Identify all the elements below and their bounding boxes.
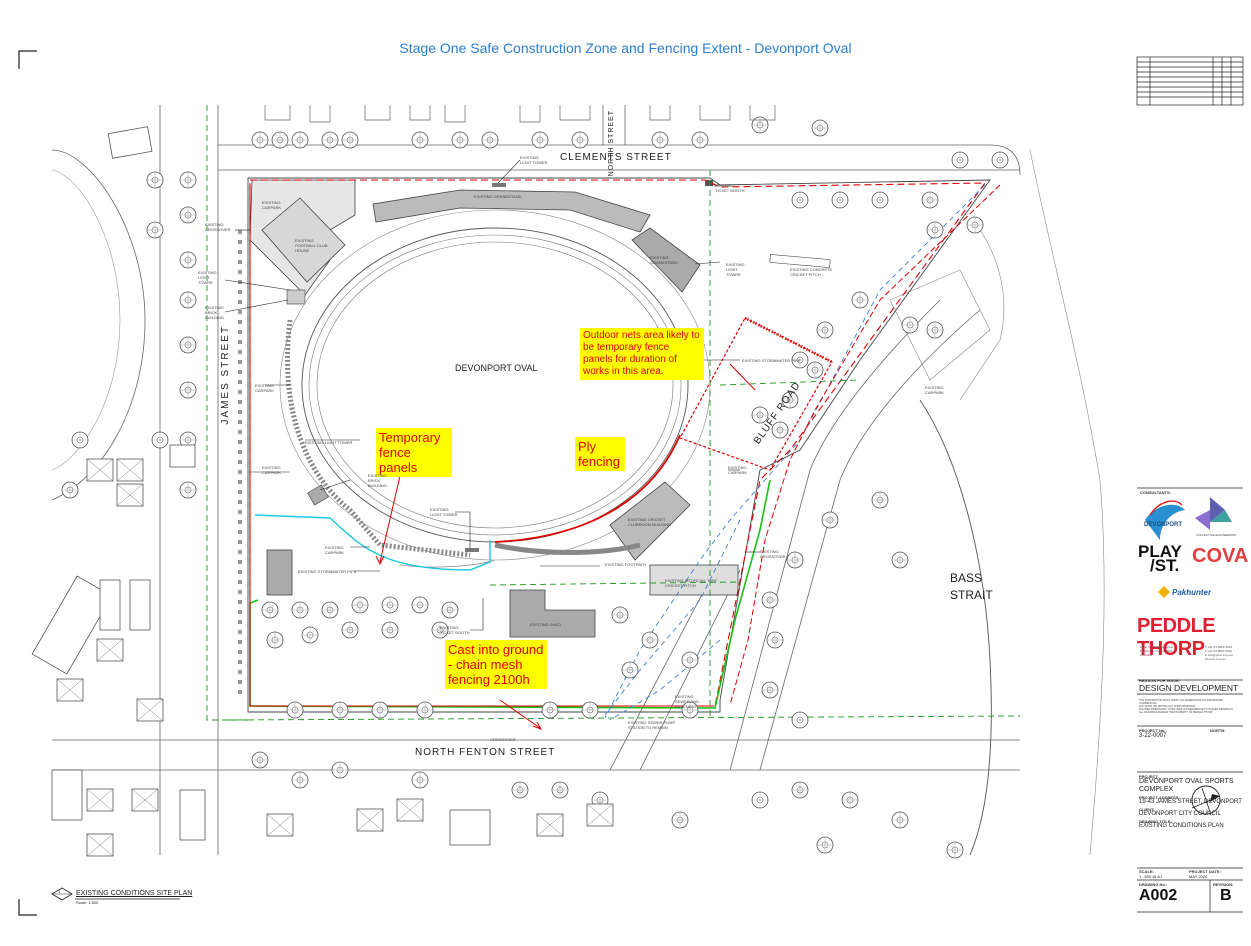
bass-strait-label: BASS STRAIT: [950, 571, 993, 602]
tb-address-label: PROJECT ADDRESS:: [1139, 795, 1180, 800]
street-label-clements: CLEMENTS STREET: [560, 152, 672, 163]
drawing-reference-icon: [51, 887, 73, 901]
tb-project-no: 3-22-0007: [1139, 733, 1167, 739]
page-title: Stage One Safe Construction Zone and Fen…: [399, 40, 852, 56]
label-carpark-far-e: EXISTING CARPARK: [925, 385, 945, 395]
tb-cova-logo: COVA: [1192, 545, 1249, 567]
devonport-logo-icon: [1145, 500, 1185, 540]
corner-mark-bottom-left: [18, 899, 37, 916]
street-label-north-fenton: NORTH FENTON STREET: [415, 747, 556, 758]
label-brick-building-2: EXISTING BRICK BUILDING: [368, 473, 387, 488]
label-carpark-west: EXISTING CARPARK: [255, 383, 275, 393]
label-light-tower-ne: EXISTING LIGHT TOWER: [726, 262, 745, 277]
tb-client-label: CLIENT:: [1139, 807, 1155, 812]
label-light-tower-nw: EXISTING LIGHT TOWER: [198, 270, 217, 285]
label-footpath: EXISTING FOOTPATH: [605, 562, 646, 567]
label-football-club: EXISTING FOOTBALL CLUB HOUSE: [295, 238, 328, 253]
tb-revision: B: [1220, 887, 1232, 904]
label-ticket-booth-n: EXISTING TICKET BOOTH: [715, 183, 745, 193]
label-crossover-e: EXISTING CROSSOVER: [760, 549, 786, 559]
tb-peddle-thorp-logo: PEDDLE THORP: [1137, 615, 1216, 660]
label-carpark-north: EXISTING CARPARK: [262, 200, 282, 210]
tb-drawing-no: A002: [1139, 887, 1178, 904]
tb-project-no-label: PROJECT No.:: [1139, 728, 1167, 733]
drawing-ref-title: EXISTING CONDITIONS SITE PLAN: [76, 890, 193, 897]
label-pump: EXISTING SEWER PUMP STATION TO REMAIN: [628, 720, 676, 730]
corner-mark-top-left: [18, 50, 37, 69]
tb-third-logo: Pakhunter: [1172, 588, 1212, 597]
drawing-ref-scale: Scale: 1:500: [76, 900, 99, 905]
annotation-temporary-fence: Temporary fence panels: [376, 428, 452, 477]
label-light-tower-w: EXISTING LIGHT TOWER: [305, 440, 353, 445]
oval-label: DEVONPORT OVAL: [455, 363, 538, 373]
label-clubroom: EXISTING CRICKET CLUBROOM BUILDING: [628, 517, 672, 527]
label-light-tower-n: EXISTING LIGHT TOWER: [520, 155, 548, 165]
tb-project-label: PROJECT:: [1139, 774, 1159, 779]
label-stormwater-w: EXISTING STORMWATER PIPE: [298, 569, 357, 574]
tb-issue-value: DESIGN DEVELOPMENT: [1139, 683, 1239, 693]
tb-notes: THE CONTRACTOR MUST VERIFY ALL DIMENSION…: [1139, 699, 1234, 714]
label-shed: EXISTING SHED: [530, 622, 561, 627]
tb-client: DEVONPORT CITY COUNCIL: [1139, 811, 1221, 817]
label-carpark-e: EXISTING CARPARK: [728, 465, 748, 475]
tb-drawing-title-label: DRAWING TITLE:: [1139, 819, 1172, 824]
tb-drawing-no-label: DRAWING No.:: [1139, 882, 1168, 887]
label-crossover: EXISTING CROSSOVER: [205, 222, 231, 232]
tb-north-label: NORTH:: [1210, 728, 1226, 733]
tb-scale: 1 : 500 @ A1: [1139, 874, 1163, 879]
tb-drawing-title: EXISTING CONDITIONS PLAN: [1139, 823, 1224, 829]
label-turf-pitch: EXISTING ARTIFICIAL TURF CRICKET PITCH: [665, 578, 718, 588]
label-grandstand: EXISTING GRANDSTAND: [474, 194, 522, 199]
tb-devonport-logo: DEVONPORT: [1144, 522, 1183, 528]
tb-scale-label: SCALE:: [1139, 869, 1154, 874]
tb-playst-logo-2: /ST.: [1150, 556, 1180, 575]
north-arrow-icon: [1191, 785, 1221, 815]
label-grandstand-east: EXISTING GRANDSTAND: [650, 255, 678, 265]
annotation-ply-fencing: Ply fencing: [575, 437, 625, 471]
label-carpark-s: EXISTING CARPARK: [325, 545, 345, 555]
tb-consultants-label: CONSULTANTS:: [1140, 490, 1171, 495]
label-light-tower-s: EXISTING LIGHT TOWER: [430, 507, 458, 517]
label-crossover-s: CROSSOVER: [490, 737, 516, 742]
tb-date-label: PROJECT DATE:: [1189, 869, 1221, 874]
label-sewer: EXISTING SEWER AND EASEMENT: [675, 694, 700, 709]
label-brick-building: EXISTING BRICK BUILDING: [205, 305, 224, 320]
annotation-outdoor-nets: Outdoor nets area likely to be temporary…: [580, 328, 704, 380]
street-label-north-street: NORTH STREET: [608, 110, 615, 177]
tb-contact-details: T +61 03 9653 3333 F +61 03 9653 3322 E …: [1205, 645, 1233, 661]
tb-issue-label: REASON FOR ISSUE:: [1139, 678, 1181, 683]
tb-address: 19-43 JAMES STREET, DEVONPORT: [1139, 799, 1242, 805]
pakhunter-logo-icon: [1158, 586, 1170, 598]
tb-playst-logo-1: PLAY: [1138, 542, 1182, 561]
label-ticket-booth-s: EXISTING TICKET BOOTH: [440, 625, 470, 635]
street-label-james: JAMES STREET: [220, 325, 231, 425]
tb-date: MAY 2020: [1189, 874, 1208, 879]
tb-collective-logo: COLLECTIVE ENGINEERING: [1196, 533, 1237, 537]
tb-revision-label: REVISION:: [1213, 882, 1234, 887]
collective-logo-icon: [1195, 497, 1232, 530]
annotation-cast-into-ground: Cast into ground - chain mesh fencing 21…: [445, 640, 547, 689]
label-stormwater-e: EXISTING STORMWATER PIPE: [742, 358, 801, 363]
label-carpark-sw: EXISTING CARPARK: [262, 465, 282, 475]
tb-project-name: DEVONPORT OVAL SPORTS COMPLEX: [1139, 778, 1234, 793]
tb-office-address: Level 3, 12 Hobart Street Melbourne Vict…: [1140, 645, 1174, 657]
label-concrete-cricket: EXISTING CONCRETE CRICKET PITCH: [790, 267, 833, 277]
drawing-ref-number: 1: [58, 889, 61, 894]
